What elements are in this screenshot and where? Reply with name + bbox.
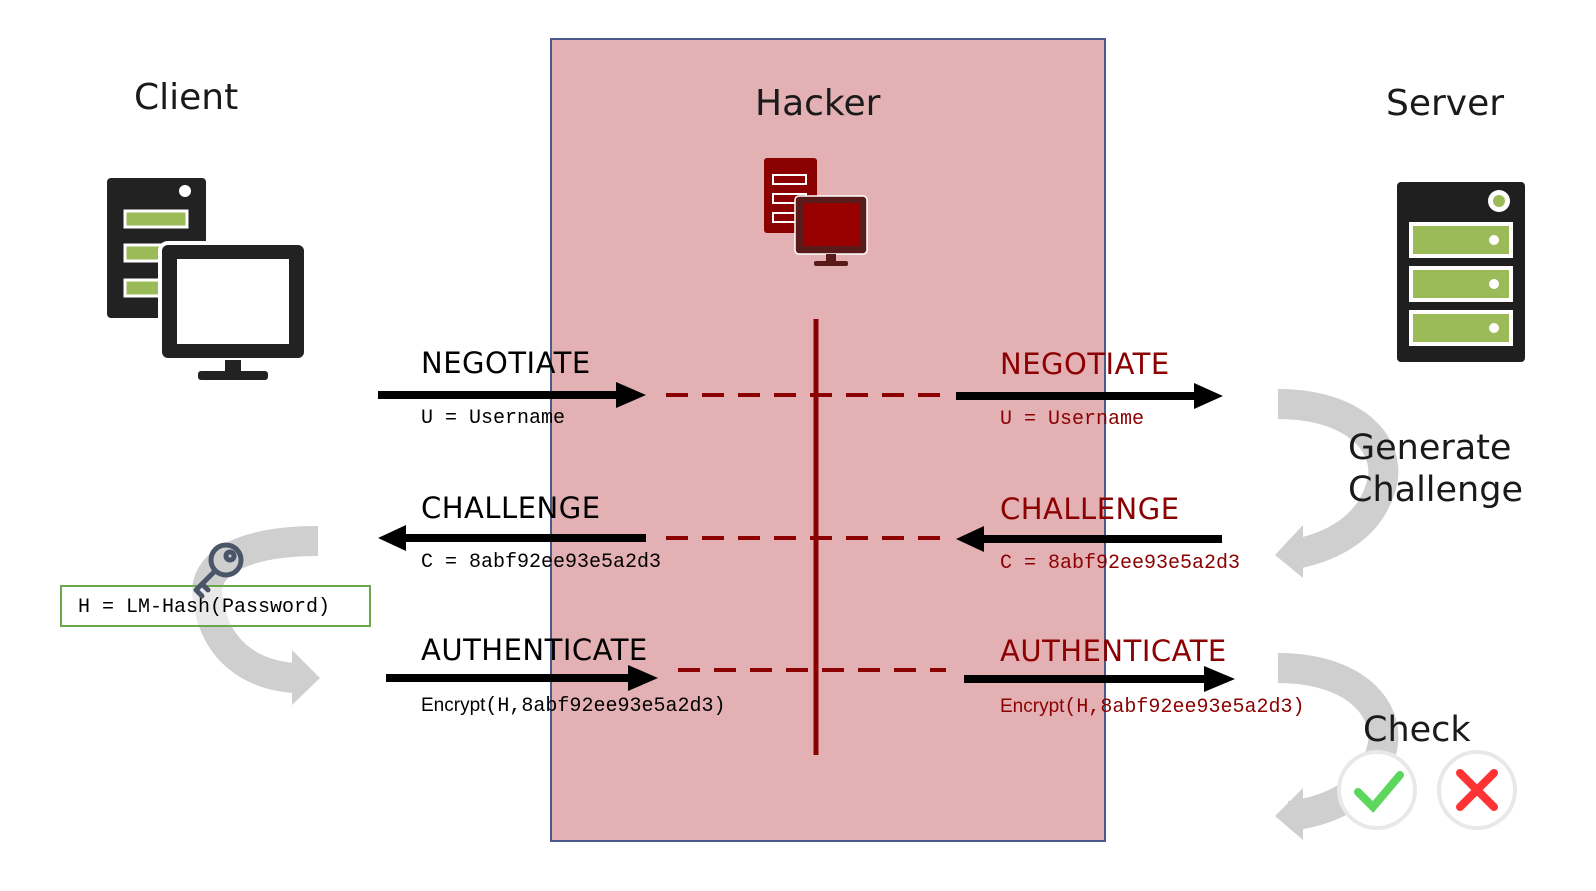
client-encrypt-prefix: Encrypt [421,695,486,716]
client-challenge-label: CHALLENGE [421,491,601,525]
client-computer-icon [107,178,308,380]
client-authenticate-label: AUTHENTICATE [421,633,648,667]
key-icon [193,542,244,599]
client-challenge-arrow [378,525,646,551]
cross-icon [1437,750,1517,830]
client-authenticate-param-line: Encrypt(H,8abf92ee93e5a2d3) [421,695,725,717]
hacker-title: Hacker [755,83,881,124]
client-title: Client [134,77,239,118]
server-authenticate-param-line: Encrypt(H,8abf92ee93e5a2d3) [1000,696,1304,718]
hash-box: H = LM-Hash(Password) [60,585,371,627]
server-encrypt-prefix: Encrypt [1000,696,1065,717]
client-negotiate-param: U = Username [421,407,566,430]
server-generate-curve-arrow [1277,389,1399,570]
server-icon [1397,182,1525,362]
server-generate-curve-arrowhead [1275,525,1303,578]
hash-box-text: H = LM-Hash(Password) [78,596,331,619]
client-challenge-param: C = 8abf92ee93e5a2d3 [421,551,662,574]
server-negotiate-param: U = Username [1000,408,1145,431]
generate-challenge-line2: Challenge [1348,470,1523,510]
client-authenticate-arrow [386,665,658,691]
client-hash-curve-arrowhead [292,650,320,705]
server-authenticate-label: AUTHENTICATE [1000,634,1227,668]
client-negotiate-arrow [378,382,646,408]
server-challenge-label: CHALLENGE [1000,492,1180,526]
hacker-zone [550,38,1106,842]
hacker-computer-icon [764,158,868,266]
client-negotiate-label: NEGOTIATE [421,346,591,380]
check-icon [1337,750,1417,830]
server-encrypt-args: (H,8abf92ee93e5a2d3) [1064,696,1305,719]
server-challenge-param: C = 8abf92ee93e5a2d3 [1000,552,1241,575]
server-authenticate-arrow [964,666,1235,692]
server-negotiate-arrow [956,383,1223,409]
client-encrypt-args: (H,8abf92ee93e5a2d3) [485,695,726,718]
server-negotiate-label: NEGOTIATE [1000,347,1170,381]
server-challenge-arrow [956,526,1222,552]
server-title: Server [1386,83,1505,124]
check-label: Check [1363,710,1471,750]
server-check-curve-arrowhead [1275,788,1303,840]
generate-challenge-line1: Generate [1348,428,1512,468]
